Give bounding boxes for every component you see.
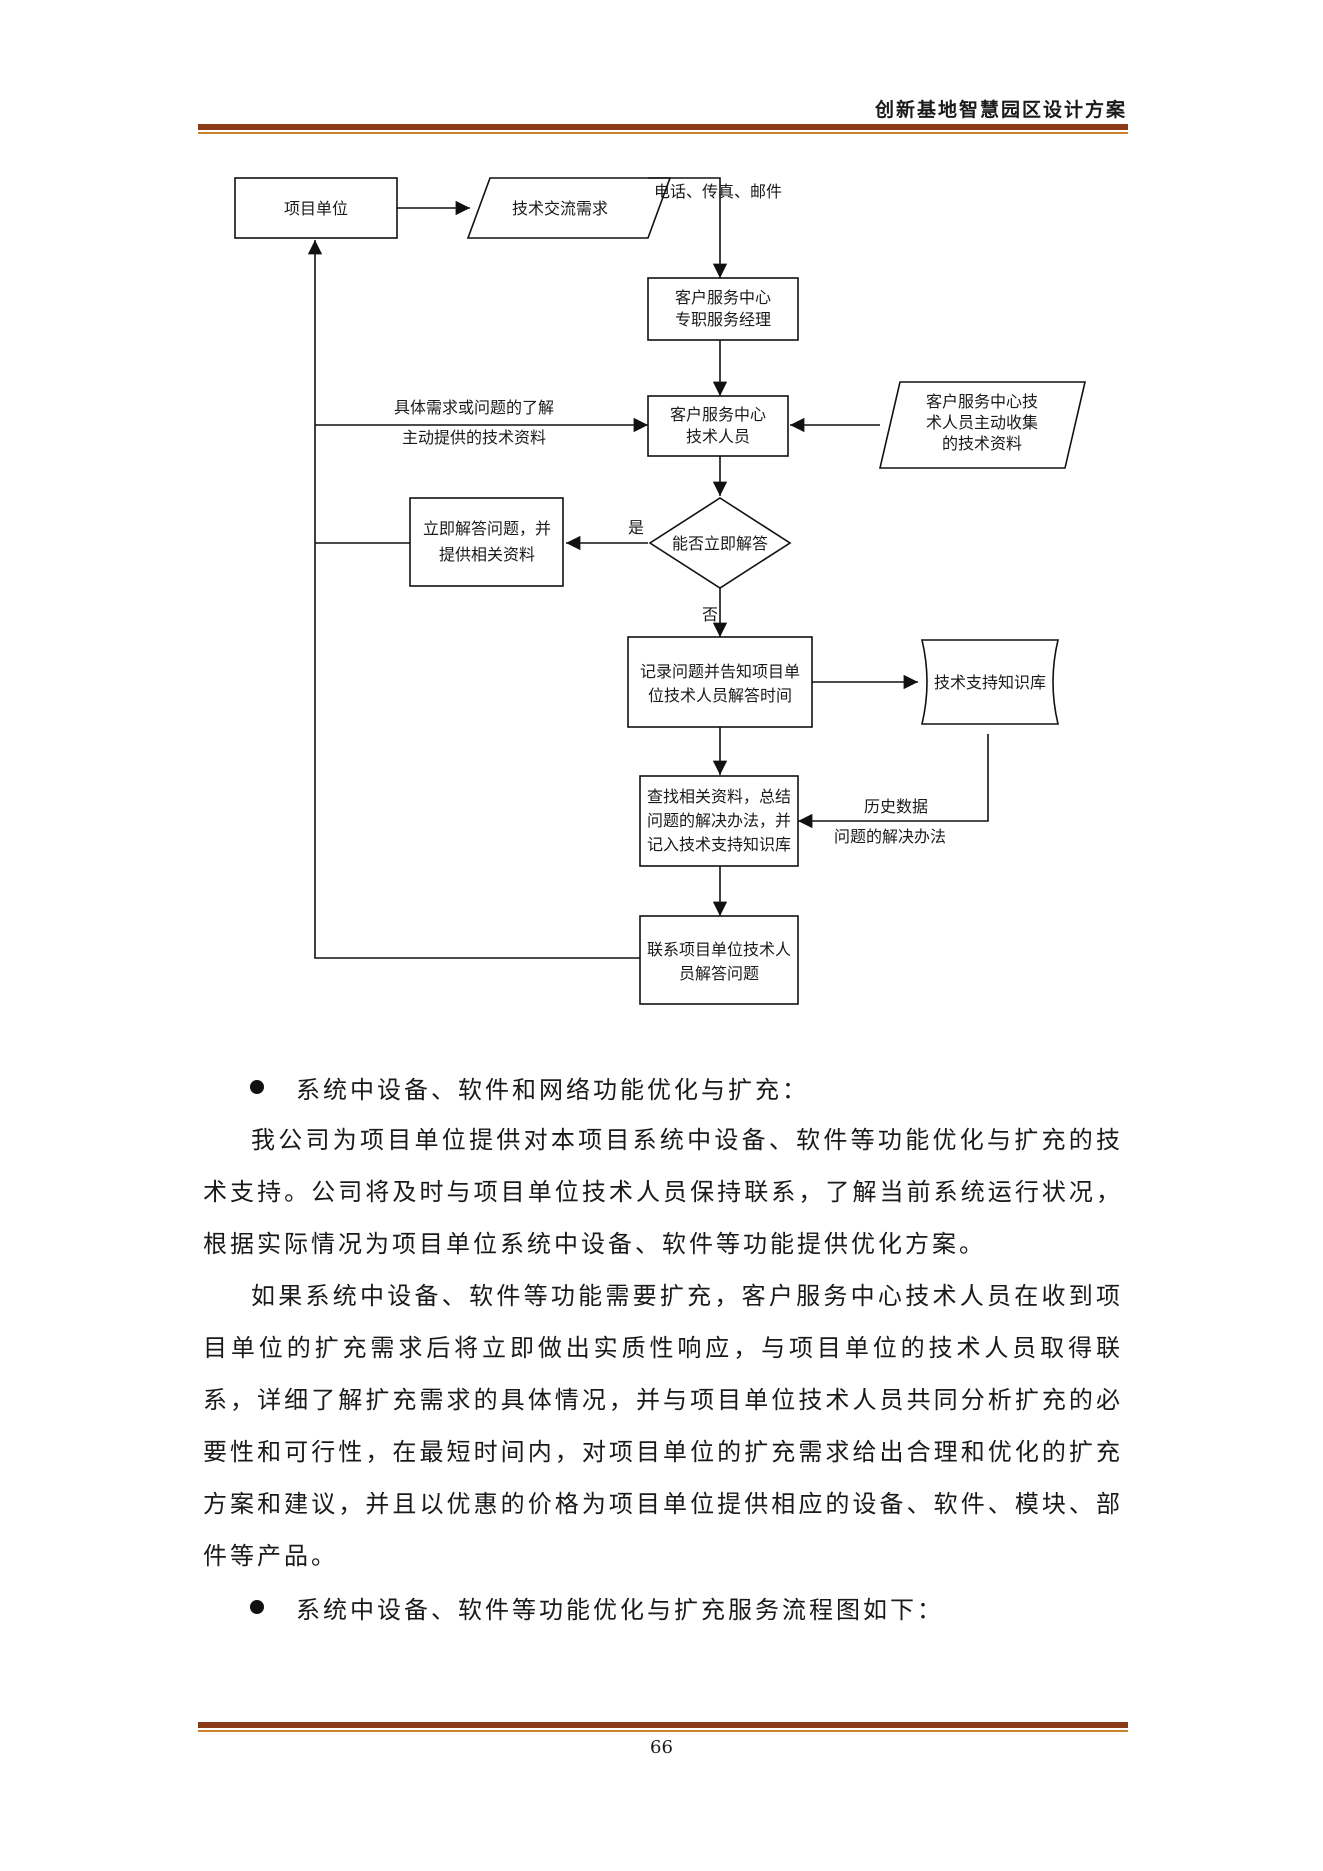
arrow-request-to-manager [648, 177, 728, 278]
label-contact-1: 联系项目单位技术人 [647, 940, 791, 959]
label-staff-1: 客户服务中心 [670, 405, 766, 424]
bullet-dot-1 [250, 1080, 264, 1094]
parallelogram-collected [878, 381, 1087, 469]
label-staff-2: 技术人员 [686, 427, 750, 446]
header-title: 创新基地智慧园区设计方案 [874, 99, 1127, 121]
box-project-unit [234, 177, 398, 239]
paragraph-1: 我公司为项目单位提供对本项目系统中设备、软件等功能优化与扩充的技术支持。公司将及… [203, 1126, 1123, 1258]
label-knowledge-base: 技术支持知识库 [934, 673, 1046, 692]
diamond-decision [648, 497, 792, 589]
label-history-2: 问题的解决办法 [834, 827, 946, 846]
arrow-contact-to-unit [307, 240, 640, 959]
label-collected-2: 术人员主动收集 [926, 413, 1038, 432]
bullet-heading-2: 系统中设备、软件等功能优化与扩充服务流程图如下： [296, 1596, 944, 1624]
label-search-3: 记入技术支持知识库 [647, 835, 791, 854]
label-search-2: 问题的解决办法，并 [647, 811, 791, 830]
arrow-kb-to-search [798, 734, 989, 829]
box-answer [409, 497, 564, 587]
box-manager [647, 277, 799, 341]
box-record [627, 636, 813, 728]
footer-rule [198, 1722, 1128, 1732]
parallelogram-tech-request [466, 177, 672, 239]
label-collected-3: 的技术资料 [942, 434, 1022, 453]
header-rule [198, 124, 1128, 134]
label-history-1: 历史数据 [864, 797, 928, 816]
label-yes: 是 [628, 518, 644, 537]
label-no: 否 [702, 605, 718, 624]
label-manager-1: 客户服务中心 [675, 288, 771, 307]
bullet-dot-2 [250, 1600, 264, 1614]
label-answer-2: 提供相关资料 [439, 545, 535, 564]
box-contact [639, 915, 799, 1005]
label-search-1: 查找相关资料，总结 [647, 787, 791, 806]
label-project-unit: 项目单位 [284, 199, 348, 218]
paragraph-2: 如果系统中设备、软件等功能需要扩充，客户服务中心技术人员在收到项目单位的扩充需求… [203, 1282, 1123, 1570]
label-manager-2: 专职服务经理 [675, 310, 771, 329]
label-record-2: 位技术人员解答时间 [648, 686, 792, 705]
box-tech-staff [647, 395, 789, 457]
page-number: 66 [650, 1737, 673, 1758]
label-tech-request: 技术交流需求 [512, 199, 608, 218]
label-left-1: 具体需求或问题的了解 [394, 398, 554, 417]
label-left-2: 主动提供的技术资料 [402, 428, 546, 447]
box-search [639, 775, 799, 867]
bullet-heading-1: 系统中设备、软件和网络功能优化与扩充： [296, 1076, 809, 1104]
shape-knowledge-base [920, 639, 1060, 725]
label-decision: 能否立即解答 [672, 534, 768, 553]
label-contact-2: 员解答问题 [679, 964, 759, 983]
label-record-1: 记录问题并告知项目单 [640, 662, 800, 681]
label-channels: 电话、传真、邮件 [654, 182, 782, 201]
label-answer-1: 立即解答问题，并 [423, 519, 551, 538]
label-collected-1: 客户服务中心技 [926, 392, 1038, 411]
service-flowchart: 项目单位 技术交流需求 电话、传真、邮件 客户服务中心 专职服务经理 客户服务中… [234, 177, 1087, 1005]
